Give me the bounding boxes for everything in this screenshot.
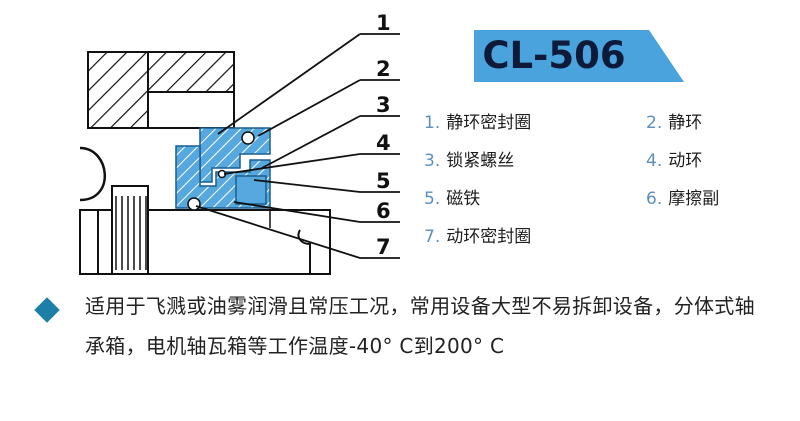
legend-number: 5. — [424, 189, 441, 209]
legend-number: 6. — [646, 189, 663, 209]
legend-item-2: 2.静环 — [646, 108, 702, 133]
legend-label: 动环 — [668, 151, 703, 171]
legend-label: 静环 — [668, 113, 703, 133]
legend-item-6: 6.摩擦副 — [646, 184, 719, 209]
legend-number: 3. — [424, 151, 441, 171]
stationary-seal-ring — [241, 131, 255, 145]
callout-1: 1 — [376, 11, 391, 35]
callout-6: 6 — [376, 199, 391, 223]
legend-item-4: 4.动环 — [646, 146, 702, 171]
callout-3: 3 — [376, 93, 391, 117]
legend-label: 摩擦副 — [668, 189, 720, 209]
description-text: 适用于飞溅或油雾润滑且常压工况，常用设备大型不易拆卸设备，分体式轴承箱，电机轴瓦… — [85, 294, 755, 358]
legend-label: 锁紧螺丝 — [446, 151, 515, 171]
legend-label: 动环密封圈 — [446, 227, 532, 247]
legend-item-5: 5.磁铁 — [424, 184, 480, 209]
callout-4: 4 — [376, 131, 391, 155]
legend-item-3: 3.锁紧螺丝 — [424, 146, 514, 171]
parts-legend: 1.静环密封圈 2.静环 3.锁紧螺丝 4.动环 5.磁铁 6.摩擦副 7.动环… — [424, 100, 784, 270]
legend-number: 1. — [424, 113, 441, 133]
callout-7: 7 — [376, 235, 391, 259]
legend-label: 磁铁 — [446, 189, 481, 209]
model-name: CL-506 — [482, 34, 626, 77]
legend-label: 静环密封圈 — [446, 113, 532, 133]
callout-5: 5 — [376, 169, 391, 193]
legend-number: 7. — [424, 227, 441, 247]
seal-assembly — [175, 127, 271, 211]
model-tag: CL-506 — [474, 30, 684, 82]
legend-item-1: 1.静环密封圈 — [424, 108, 531, 133]
legend-number: 2. — [646, 113, 663, 133]
callout-2: 2 — [376, 57, 391, 81]
shaft — [79, 185, 331, 275]
rotating-seal-ring — [187, 197, 201, 211]
housing — [87, 51, 235, 129]
bearing-ball — [79, 146, 106, 202]
legend-number: 4. — [646, 151, 663, 171]
leader-lines — [195, 33, 400, 259]
legend-item-7: 7.动环密封圈 — [424, 222, 531, 247]
